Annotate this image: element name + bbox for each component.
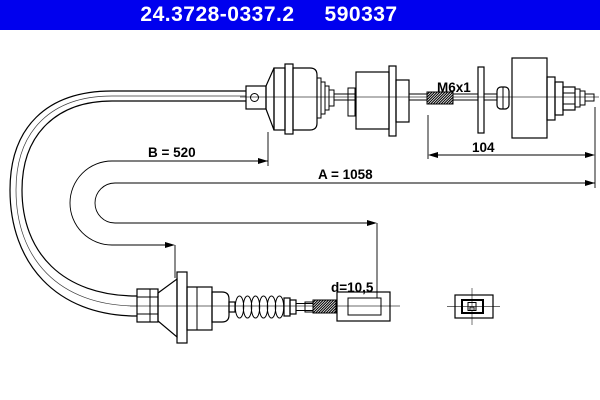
adjuster-nut [562, 86, 576, 111]
arrow-a-right [585, 180, 595, 186]
arrow-a-corner [367, 220, 377, 226]
end-stop-cylinder [511, 57, 548, 139]
cable-loop [9, 90, 246, 317]
label-b: B = 520 [148, 145, 196, 160]
bottom-end-assembly: d=10,5 [136, 271, 391, 344]
reference-number: 590337 [324, 3, 398, 26]
damper-flange [284, 63, 294, 135]
dimension-b: B = 520 [69, 132, 269, 278]
top-end-assembly: M6x1 [245, 57, 595, 139]
label-a: A = 1058 [318, 167, 373, 182]
arrow-104-right [585, 152, 595, 158]
fitting-cone [157, 277, 178, 339]
arrow-b-corner [165, 242, 175, 248]
label-104: 104 [472, 140, 495, 155]
dimension-104: 104 [427, 107, 596, 188]
damper-cone [265, 67, 275, 131]
arrow-104-left [428, 152, 438, 158]
part-number: 24.3728-0337.2 [140, 3, 295, 26]
connector-housing [336, 291, 391, 322]
washer-disc [477, 66, 485, 134]
damper-body [292, 67, 318, 131]
clip-part [454, 294, 494, 319]
bellows [234, 295, 285, 319]
label-thread: M6x1 [437, 80, 471, 95]
title-bar: 24.3728-0337.2 590337 [0, 0, 600, 30]
stop-flange [388, 65, 397, 137]
cable-diagram: B = 520 A = 1058 104 M6x1 [9, 57, 599, 344]
hex-fitting [136, 288, 159, 323]
dimension-a: A = 1058 [94, 167, 595, 298]
stop-cylinder [355, 71, 390, 130]
arrow-b-right [258, 158, 268, 164]
label-diameter: d=10,5 [331, 280, 374, 295]
cable-eyelet-hole [250, 93, 259, 102]
fitting-flange [176, 271, 188, 344]
